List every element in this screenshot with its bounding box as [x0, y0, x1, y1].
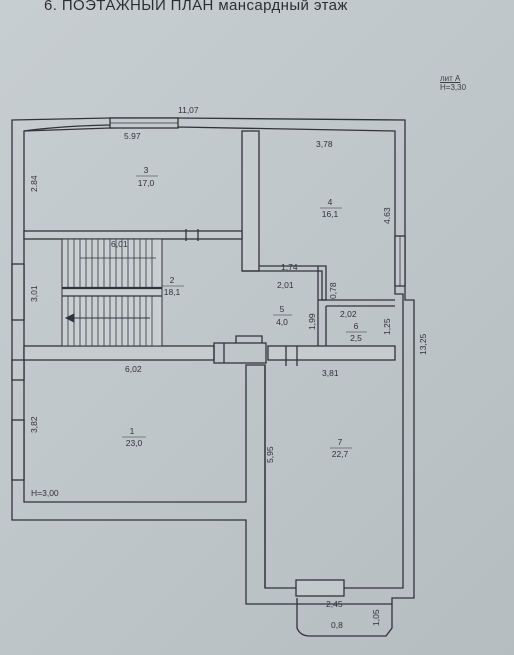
- dim-room5-side: 1,99: [307, 313, 317, 330]
- ceiling-height-label: H=3,00: [31, 488, 59, 498]
- dim-balcony-area: 0,8: [331, 620, 343, 630]
- wall-3-4: [241, 130, 260, 272]
- room-1-number: 1: [130, 426, 135, 436]
- room-2-number: 2: [170, 275, 175, 285]
- dim-corridor-a: 1,74: [281, 262, 298, 272]
- page-title: 6. ПОЭТАЖНЫЙ ПЛАН мансардный этаж: [44, 0, 348, 14]
- room-5-area: 4,0: [276, 317, 288, 327]
- balcony-door: [295, 579, 345, 597]
- dim-top-overall: 11,07: [178, 105, 199, 115]
- dim-room7-left: 5,95: [265, 446, 275, 463]
- dim-right-overall: 13,25: [418, 333, 428, 355]
- dim-room4-right: 4.63: [382, 207, 392, 224]
- window-left-3: [11, 359, 25, 381]
- outer-wall-outer: [11, 117, 415, 605]
- room-4-number: 4: [328, 197, 333, 207]
- dimension-labels: 11,07 5.97 3,78 2.84 4.63 6,01 3,01 1,74…: [29, 105, 428, 630]
- dim-stair-left: 3,01: [29, 285, 39, 302]
- window-left-2: [11, 419, 25, 481]
- dim-room6-side: 0,78: [328, 282, 338, 299]
- room-6-area: 2,5: [350, 333, 362, 343]
- room-4-area: 16,1: [322, 209, 339, 219]
- window-left-1: [11, 263, 25, 321]
- dim-room6-right: 1,25: [382, 318, 392, 335]
- legend-lit: лит А: [440, 74, 461, 83]
- balcony: [296, 598, 393, 637]
- dim-room3-top: 5.97: [124, 131, 141, 141]
- room-5-number: 5: [280, 304, 285, 314]
- room-1-area: 23,0: [126, 438, 143, 448]
- room-3-number: 3: [144, 165, 149, 175]
- dim-balcony-depth: 1,05: [371, 609, 381, 626]
- room-7-number: 7: [338, 437, 343, 447]
- wall-1-2: [23, 345, 215, 361]
- bay-wall: [23, 124, 111, 132]
- dim-room3-left: 2.84: [29, 175, 39, 192]
- legend-height: H=3,30: [440, 83, 467, 92]
- dim-room1-top: 6,02: [125, 364, 142, 374]
- dim-corridor-b: 2,01: [277, 280, 294, 290]
- door-5: [213, 342, 267, 364]
- wall-3-2: [23, 230, 243, 240]
- wall-5-7: [267, 345, 396, 361]
- walls: [11, 117, 415, 637]
- room-7-area: 22,7: [332, 449, 349, 459]
- dim-room1-left: 3,82: [29, 416, 39, 433]
- room-6-number: 6: [354, 321, 359, 331]
- dim-room6-top: 2,02: [340, 309, 357, 319]
- dim-room4-top: 3,78: [316, 139, 333, 149]
- room-labels: 1 23,0 2 18,1 3 17,0 4 16,1 5 4,0 6 2,5 …: [122, 165, 367, 459]
- room-2-area: 18,1: [164, 287, 181, 297]
- dim-balcony-width: 2,45: [326, 599, 343, 609]
- dim-stair-top: 6,01: [111, 239, 128, 249]
- dim-room7-top: 3,81: [322, 368, 339, 378]
- corridor-wall: [242, 265, 395, 301]
- legend-box: лит А H=3,30: [440, 74, 466, 92]
- room-3-area: 17,0: [138, 178, 155, 188]
- staircase: [61, 238, 163, 347]
